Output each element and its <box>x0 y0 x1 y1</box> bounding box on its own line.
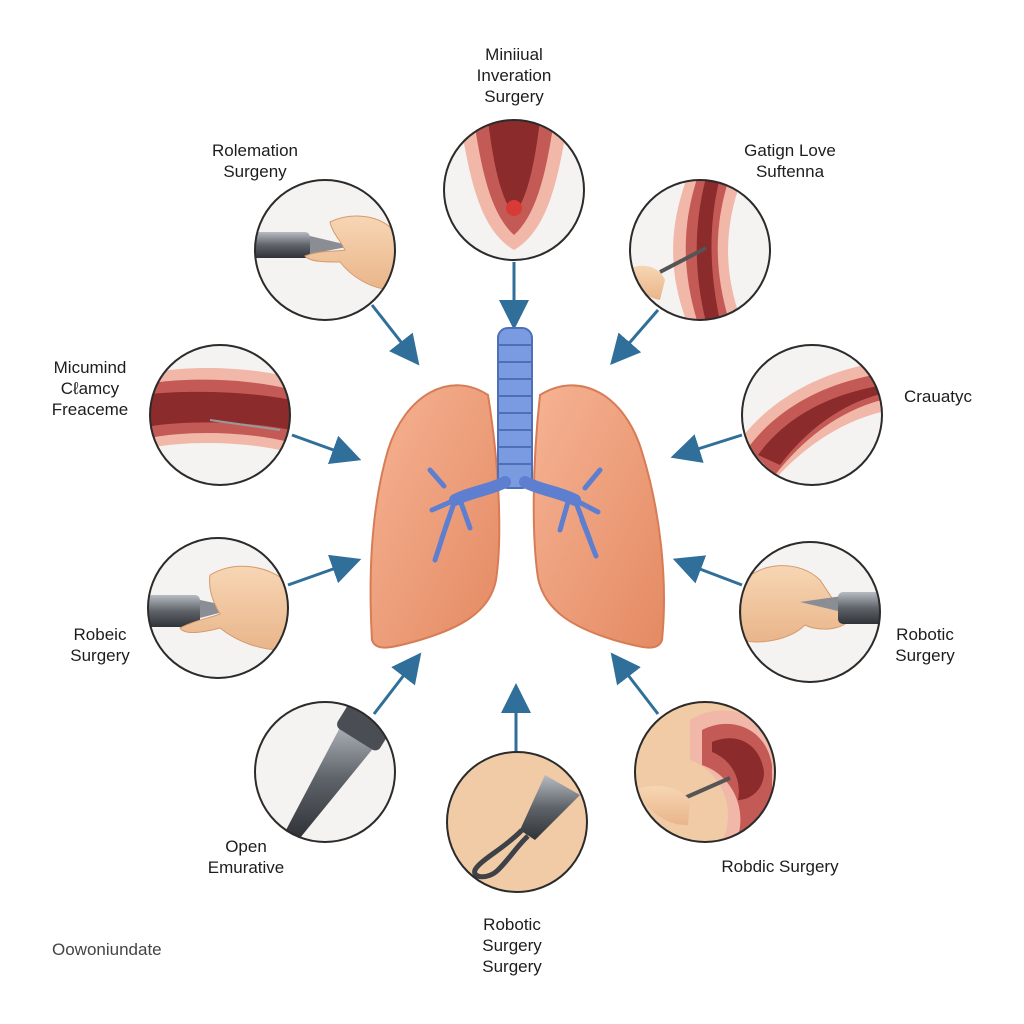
footer-text: Oowoniundate <box>52 940 162 959</box>
label-bottom-left: Open Emurative <box>207 837 285 877</box>
hand-with-instrument-icon-3 <box>739 541 881 683</box>
bronchi <box>427 467 603 563</box>
arrow-mid-left <box>291 433 362 464</box>
connector-arrows <box>287 262 743 755</box>
trachea <box>497 327 533 489</box>
tissue-with-instrument-icon <box>634 701 776 843</box>
lungs-illustration <box>369 327 665 649</box>
vessel-section-icon <box>149 344 291 486</box>
label-bottom: Robotic Surgery Surgery <box>482 915 542 976</box>
hand-with-instrument-icon-2 <box>147 537 289 679</box>
left-lung <box>369 384 501 649</box>
arrow-low-right <box>672 555 743 587</box>
arrow-bottom-left <box>372 652 422 715</box>
vessel-with-instrument-icon <box>629 179 771 321</box>
vessel-section-icon-right <box>741 344 883 486</box>
label-top-right: Gatign Love Suftenna <box>744 141 836 181</box>
loop-instrument-icon <box>446 751 588 893</box>
arrow-top-right <box>610 309 660 366</box>
label-bottom-right: Robdic Surgery <box>721 857 839 876</box>
label-top: Miniiual Inveration Surgery <box>476 45 552 106</box>
arrow-mid-right <box>670 433 743 463</box>
label-low-right: Robotic Surgery <box>895 625 955 665</box>
arrow-top-left <box>370 304 420 366</box>
tissue-cross-section-icon <box>443 119 585 261</box>
hand-with-instrument-icon <box>254 179 396 321</box>
label-mid-left: Micumind Cℓamcy Freaceme <box>51 358 129 419</box>
label-top-left: Rolemation Surgeny <box>212 141 298 181</box>
arrow-low-left <box>287 554 362 587</box>
surgical-instrument-icon <box>254 701 396 843</box>
label-low-left: Robeic Surgery <box>70 625 130 665</box>
procedure-circles <box>147 119 883 893</box>
arrow-bottom-right <box>610 652 660 715</box>
right-lung <box>532 384 665 649</box>
label-mid-right: Crauatyc <box>903 387 973 406</box>
